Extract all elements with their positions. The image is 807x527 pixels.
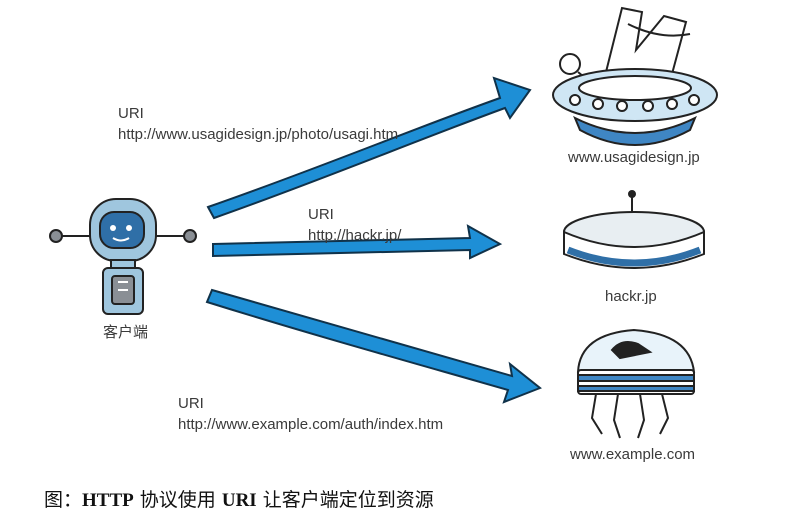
uri-block-hackr: URI http://hackr.jp/ [308, 204, 401, 246]
uri-label: URI [308, 206, 334, 223]
host-usagidesign: www.usagidesign.jp [568, 149, 700, 166]
uri-label: URI [178, 395, 204, 412]
usagidesign-ufo-icon [552, 6, 718, 146]
caption-prefix: 图： [44, 489, 83, 511]
host-hackr: hackr.jp [605, 288, 657, 305]
arrow-to-hackr [212, 224, 503, 260]
caption-uri: URI [221, 490, 257, 511]
client-robot-icon [49, 198, 197, 315]
arrow-to-usagidesign [206, 76, 532, 220]
figure-caption: 图：HTTP 协议使用 URI 让客户端定位到资源 [44, 485, 434, 512]
arrow-to-example [205, 288, 542, 404]
uri-text: http://www.example.com/auth/index.htm [178, 416, 444, 433]
client-label: 客户端 [103, 324, 149, 341]
uri-block-usagidesign: URI http://www.usagidesign.jp/photo/usag… [118, 103, 398, 145]
example-ufo-icon [576, 328, 696, 439]
host-example: www.example.com [570, 446, 696, 463]
caption-http: HTTP [82, 490, 134, 511]
uri-block-example: URI http://www.example.com/auth/index.ht… [178, 393, 443, 435]
uri-text: http://hackr.jp/ [308, 227, 402, 244]
uri-text: http://www.usagidesign.jp/photo/usagi.ht… [118, 126, 399, 143]
hackr-ufo-icon [563, 190, 705, 269]
caption-suffix: 让客户端定位到资源 [256, 489, 434, 511]
uri-label: URI [118, 105, 144, 122]
caption-mid: 协议使用 [133, 489, 222, 511]
